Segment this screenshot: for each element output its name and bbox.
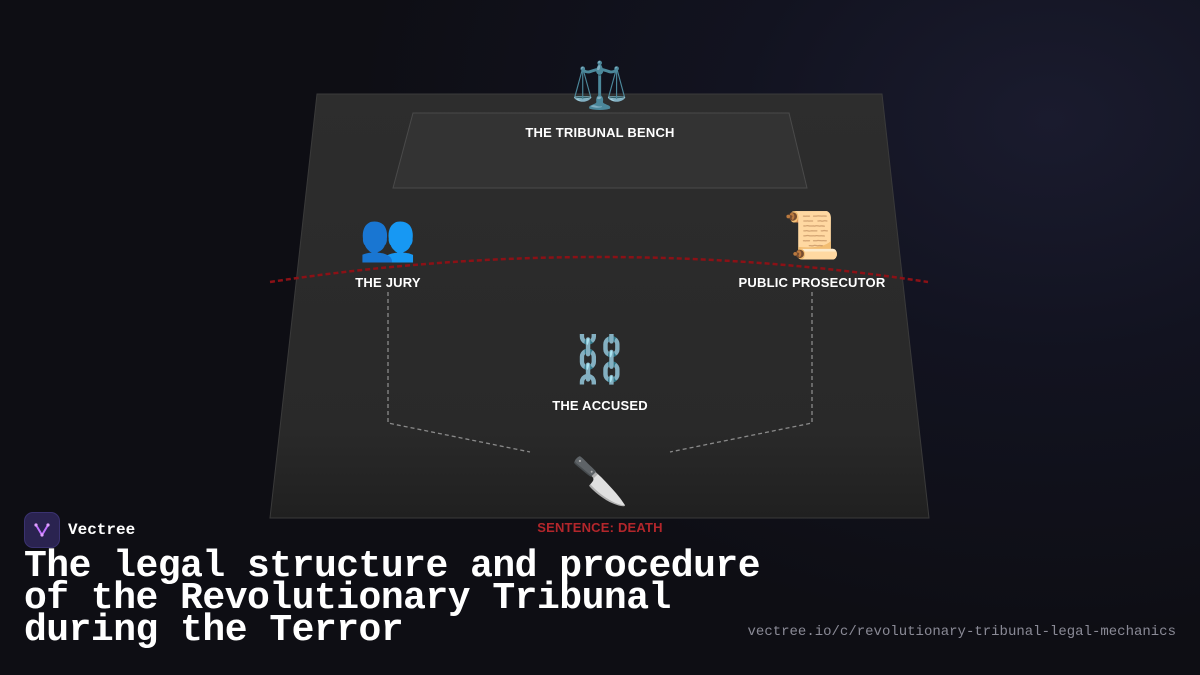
page-title: The legal structure and procedure of the… <box>24 545 761 652</box>
bar-separation-arc <box>269 255 929 284</box>
chains-icon: ⛓️ <box>571 332 629 386</box>
jury-connector-line <box>387 292 531 453</box>
knife-icon: 🔪 <box>571 454 629 508</box>
prosecutor-connector-line <box>669 292 813 453</box>
sentence-death-label: SENTENCE: DEATH <box>537 520 663 535</box>
scroll-icon: 📜 <box>783 208 841 262</box>
tribunal-bench-platform <box>392 112 808 189</box>
jury-label: THE JURY <box>355 275 421 290</box>
public-prosecutor-label: PUBLIC PROSECUTOR <box>738 275 886 290</box>
courtroom-floor <box>269 93 930 519</box>
vectree-logo-icon <box>24 512 60 548</box>
scales-icon: ⚖️ <box>571 58 629 112</box>
people-icon: 👥 <box>359 210 417 264</box>
tribunal-bench-label: THE TRIBUNAL BENCH <box>525 125 675 140</box>
accused-label: THE ACCUSED <box>552 398 648 413</box>
source-url: vectree.io/c/revolutionary-tribunal-lega… <box>747 624 1176 640</box>
brand: Vectree <box>24 512 135 548</box>
brand-name: Vectree <box>68 521 136 539</box>
